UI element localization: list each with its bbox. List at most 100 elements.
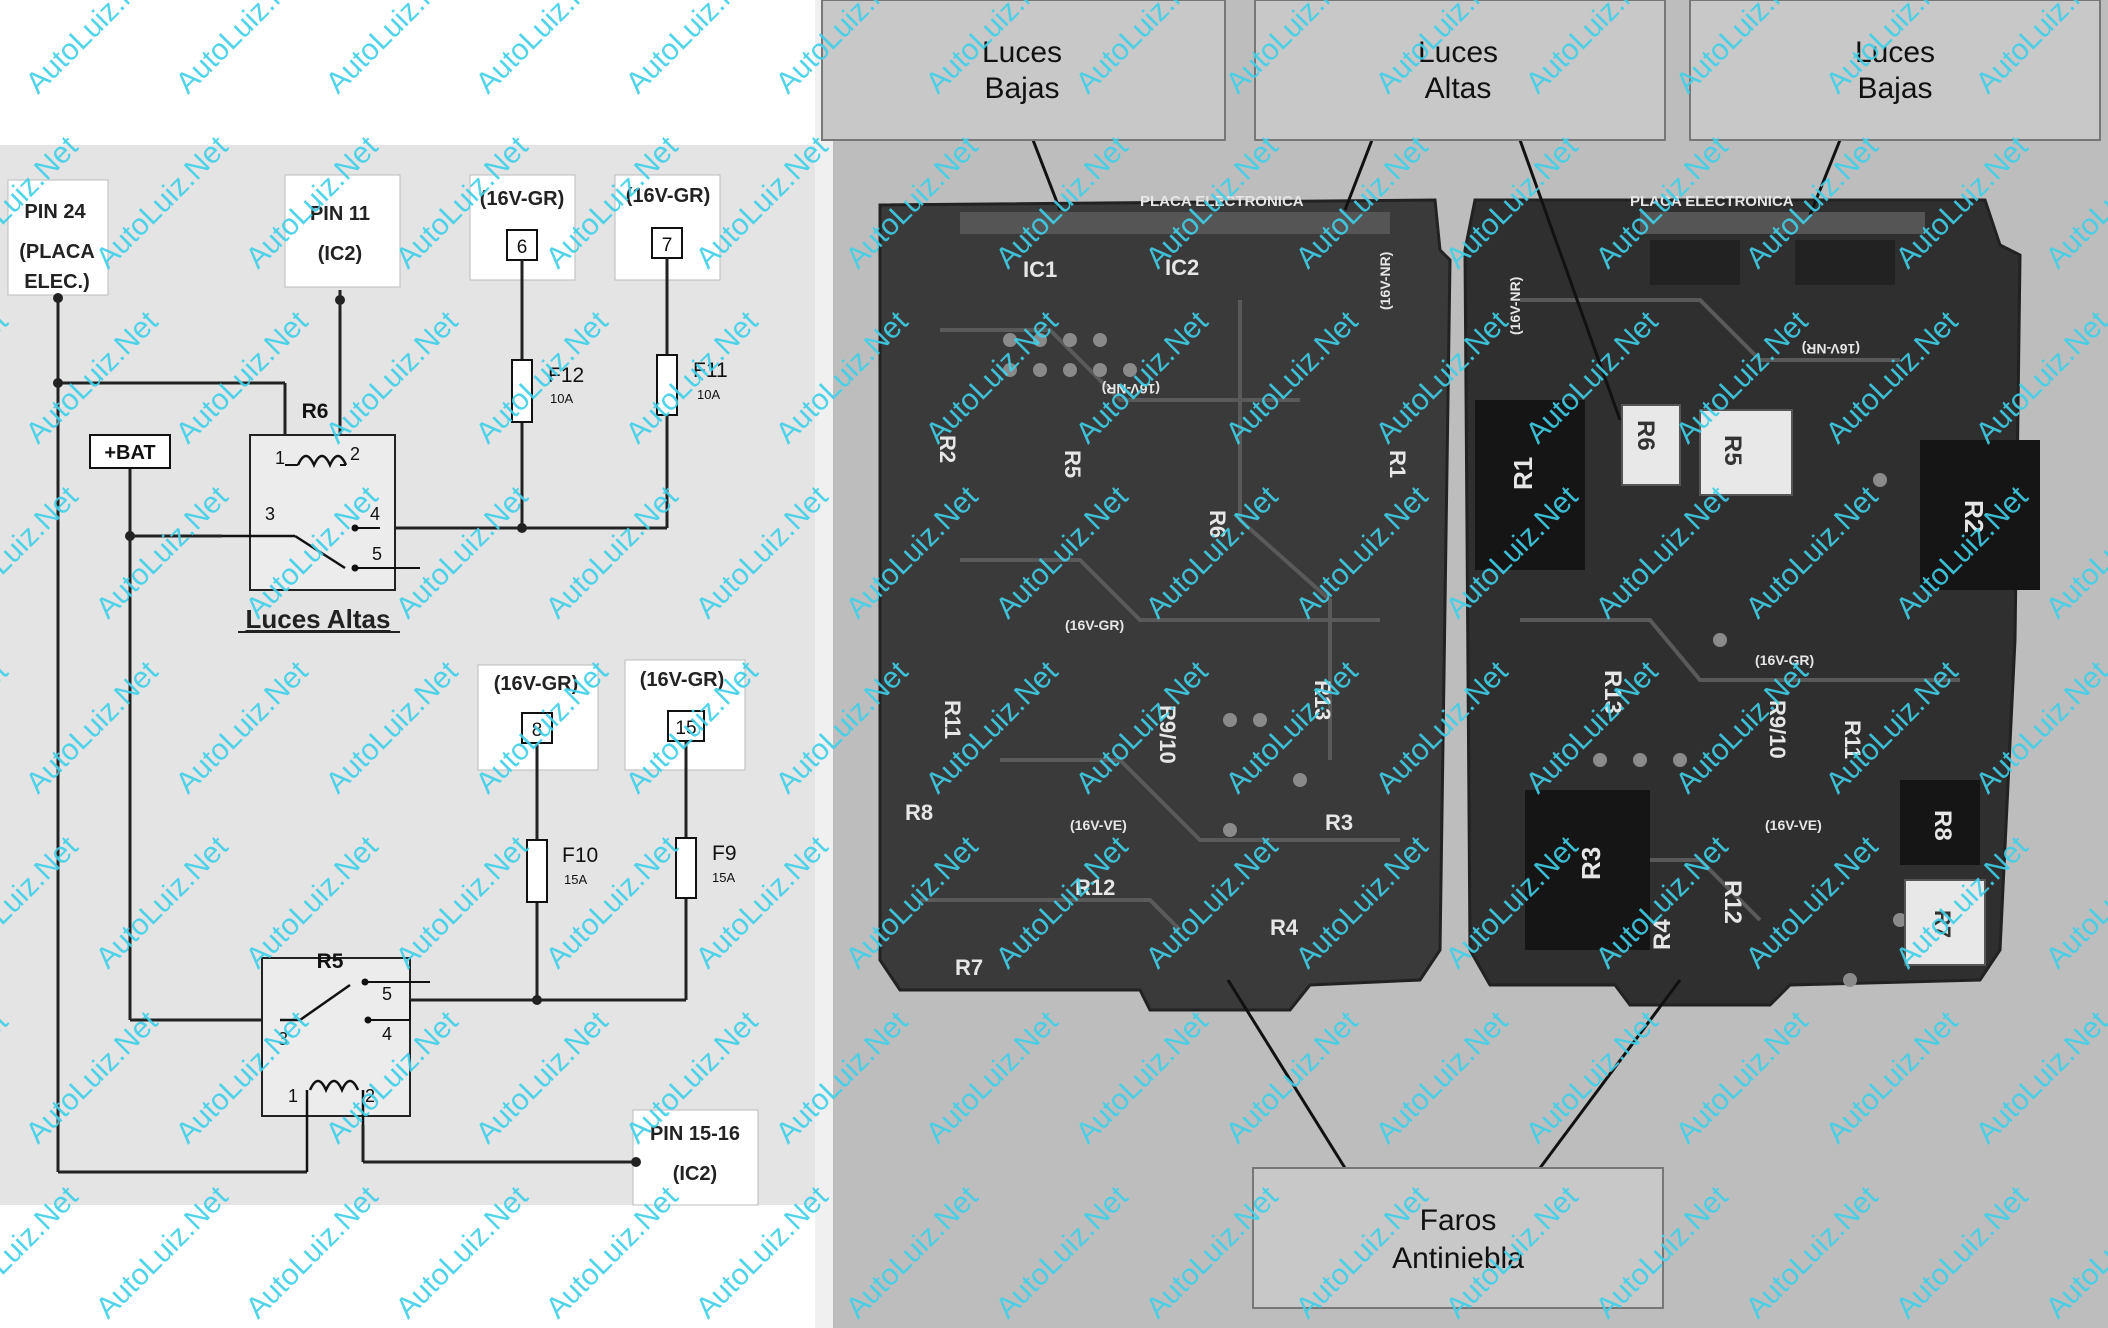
board-left-r5: R5	[1060, 450, 1085, 478]
conn6-pin-number: 6	[517, 237, 528, 258]
board-right-ic1	[1650, 240, 1740, 285]
schematic-caption: Luces Altas	[246, 604, 391, 634]
board-left-r2: R2	[935, 435, 960, 463]
relay-r5-t3: 3	[278, 1029, 288, 1049]
pin24-label-2: (PLACA	[19, 241, 95, 263]
fuse-f11-name: F11	[693, 359, 728, 382]
board-left-r8: R8	[905, 800, 933, 825]
relay-r5-box	[261, 957, 411, 1117]
board-right-labels: PLACA ELECTRONICA R6 R5 R1 R2 R13 R9/10 …	[1507, 193, 1989, 950]
relay-r6-switch	[294, 534, 346, 570]
fuse-f10	[526, 839, 548, 903]
board-left-r6: R6	[1205, 510, 1230, 538]
callout-left-low-line2: Bajas	[984, 72, 1059, 105]
board-right-r7: R7	[1930, 910, 1955, 938]
board-right-r8: R8	[1929, 810, 1956, 841]
fuse-f11	[656, 354, 678, 416]
board-left-16v-nr-1: (16V-NR)	[1102, 381, 1160, 397]
fuse-f12-name: F12	[548, 364, 584, 387]
conn15-pin	[667, 710, 705, 742]
board-right-16v-gr: (16V-GR)	[1755, 652, 1814, 668]
board-right-r5: R5	[1719, 435, 1746, 466]
board-right-16v-ve: (16V-VE)	[1765, 817, 1822, 833]
pin11-box	[284, 174, 401, 288]
pin11-label-1: PIN 11	[310, 203, 370, 225]
relay-r3-physical	[1525, 790, 1650, 950]
relay-r5-t1: 1	[288, 1086, 298, 1106]
board-left-header	[960, 212, 1390, 234]
board-left-r11: R11	[940, 700, 965, 739]
callout-right-low-line2: Bajas	[1857, 72, 1932, 105]
board-left-r9-10: R9/10	[1155, 705, 1180, 764]
schematic-wires	[56, 258, 688, 1174]
conn15-pin-number: 15	[675, 718, 696, 739]
relay-r6-box	[249, 434, 396, 591]
relay-r6-t2: 2	[350, 444, 360, 464]
fuse-f11-rating: 10A	[697, 387, 720, 402]
pin1516-label-2: (IC2)	[673, 1163, 717, 1185]
callout-left-low-line1: Luces	[982, 36, 1062, 69]
callout-right-low-line1: Luces	[1855, 36, 1935, 69]
fuse-f12-rating: 10A	[550, 391, 573, 406]
board-left-r3: R3	[1325, 810, 1353, 835]
relay-r8-physical	[1900, 780, 1980, 865]
board-left-r1: R1	[1385, 450, 1410, 478]
conn15-header: (16V-GR)	[640, 669, 724, 691]
relay-r1-physical	[1475, 400, 1585, 570]
relay-r5-name: R5	[317, 950, 344, 973]
pcb-pads	[1003, 333, 1907, 987]
callout-right-low	[1689, 0, 2101, 141]
fuse-f12	[511, 359, 533, 423]
pin1516-box	[632, 1109, 759, 1206]
pcb-traces	[920, 298, 1960, 932]
board-left	[878, 198, 1452, 1012]
board-right-r1: R1	[1508, 457, 1538, 490]
fuse-f9-name: F9	[712, 842, 737, 865]
board-right-r3: R3	[1576, 847, 1606, 880]
relay-r6-t4: 4	[370, 504, 380, 524]
relay-r5-t5: 5	[382, 984, 392, 1004]
pin11-label-2: (IC2)	[318, 243, 362, 265]
relay-r5-t2: 2	[365, 1086, 375, 1106]
board-right-16v-nr-2: (16V-NR)	[1507, 277, 1523, 335]
relay-r6-t5: 5	[372, 544, 382, 564]
relay-r6-coil	[296, 454, 348, 469]
pin24-label-3: ELEC.)	[24, 271, 90, 293]
board-right-ic2	[1795, 240, 1895, 285]
board-left-title: PLACA ELECTRONICA	[1140, 193, 1304, 210]
relay-r5-physical	[1699, 409, 1793, 496]
fuse-f9-rating: 15A	[712, 870, 735, 885]
relay-r5-t4: 4	[382, 1024, 392, 1044]
conn7-pin-number: 7	[662, 235, 673, 256]
board-left-16v-ve: (16V-VE)	[1070, 817, 1127, 833]
board-right-r13: R13	[1599, 670, 1626, 714]
board-left-r7: R7	[955, 955, 983, 980]
relay-r6-physical	[1621, 404, 1681, 486]
conn6-pin	[506, 229, 538, 261]
relay-r5-switch	[299, 983, 351, 1022]
board-left-ic1: IC1	[1023, 257, 1057, 282]
wire-junctions	[53, 293, 641, 1167]
fuse-f10-name: F10	[562, 844, 598, 867]
relay-r6-t3: 3	[265, 504, 275, 524]
board-right-r6: R6	[1632, 420, 1659, 451]
board-left-ic2: IC2	[1165, 255, 1199, 280]
relay-r7-physical	[1904, 879, 1986, 966]
pin24-label-1: PIN 24	[24, 201, 86, 223]
callout-fog	[1252, 1167, 1664, 1309]
fuse-f10-rating: 15A	[564, 872, 587, 887]
relay-r6-t1: 1	[275, 448, 285, 468]
board-left-r13: R13	[1310, 680, 1335, 720]
relay-r2-physical	[1920, 440, 2040, 590]
board-left-r4: R4	[1270, 915, 1299, 940]
board-right-r4: R4	[1649, 919, 1676, 950]
callout-fog-line1: Faros	[1420, 1204, 1497, 1237]
board-right-r12: R12	[1719, 880, 1746, 924]
conn6-header: (16V-GR)	[480, 188, 564, 210]
board-left-labels: PLACA ELECTRONICA IC1 IC2 R2 R5 R1 R6 R1…	[905, 193, 1410, 980]
board-left-r12: R12	[1075, 875, 1115, 900]
conn8-pin-number: 8	[532, 720, 543, 741]
relay-r5-coil	[308, 1079, 360, 1094]
